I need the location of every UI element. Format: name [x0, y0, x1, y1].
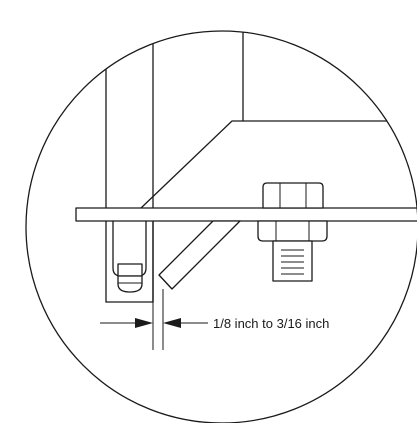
- dimension-arrows: [100, 318, 208, 328]
- angled-leg: [158, 220, 241, 290]
- dimension-extension-lines: [152, 289, 164, 350]
- arrow-left-pointer: [135, 318, 153, 328]
- arrow-right-pointer: [163, 318, 181, 328]
- threaded-bolt-end: [272, 240, 313, 282]
- detail-contents: [75, 31, 417, 350]
- gap-dimension-label: 1/8 inch to 3/16 inch: [213, 316, 329, 331]
- angled-brace-top: [140, 120, 417, 209]
- detail-circle: [25, 30, 417, 423]
- round-bolt-head: [117, 263, 143, 293]
- hex-nut-bottom: [257, 220, 328, 245]
- horizontal-plate: [75, 207, 417, 222]
- hex-nut-top: [262, 182, 324, 209]
